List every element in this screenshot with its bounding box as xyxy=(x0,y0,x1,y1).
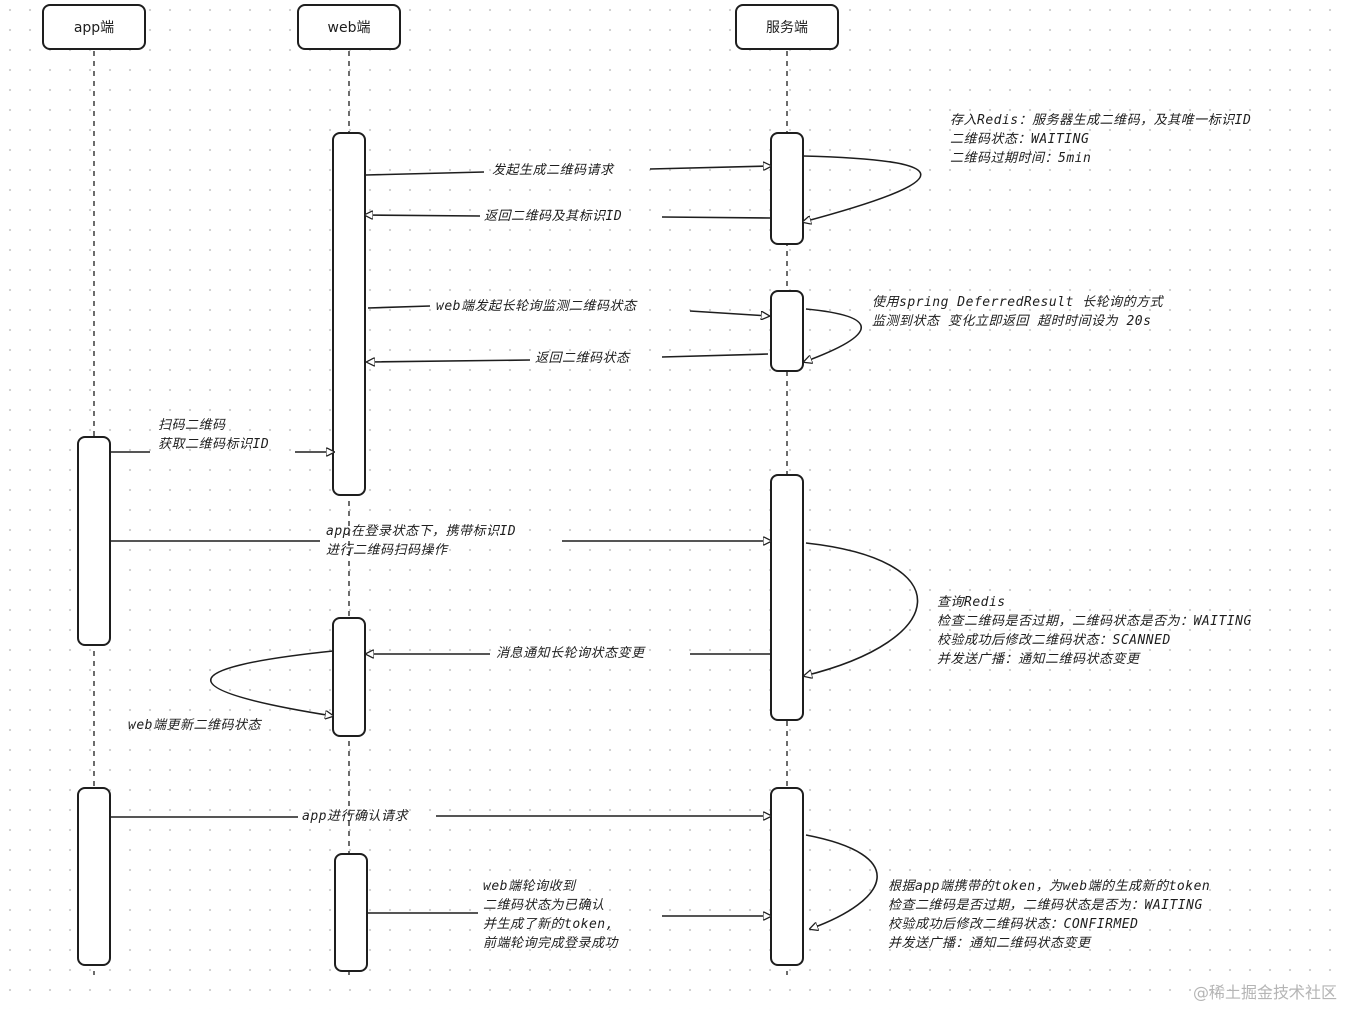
note-n3-line-1: 查询Redis xyxy=(937,595,1006,610)
arrow-self-4 xyxy=(805,834,878,929)
arrow-m10 xyxy=(367,913,771,916)
message-m7: 消息通知长轮询状态变更 xyxy=(496,646,645,661)
message-m5: 扫码二维码 获取二维码标识ID xyxy=(158,416,269,454)
actor-server: 服务端 xyxy=(735,4,839,50)
activation-server-4 xyxy=(770,787,804,966)
arrow-self-1 xyxy=(803,155,922,222)
note-n2-line-1: 使用spring DeferredResult 长轮询的方式 xyxy=(872,295,1164,310)
arrow-m9 xyxy=(110,816,771,817)
arrow-m3 xyxy=(367,305,769,316)
activation-server-2 xyxy=(770,290,804,372)
activation-server-1 xyxy=(770,132,804,245)
activation-web-1 xyxy=(332,132,366,496)
activation-server-3 xyxy=(770,474,804,721)
message-m5-line-2: 获取二维码标识ID xyxy=(158,437,270,452)
message-m8: web端更新二维码状态 xyxy=(128,718,261,733)
note-n4-line-4: 并发送广播：通知二维码状态变更 xyxy=(888,936,1091,951)
note-n1-line-2: 二维码状态：WAITING xyxy=(950,132,1090,147)
activation-web-3 xyxy=(334,853,368,972)
message-m10-line-3: 并生成了新的token, xyxy=(483,917,614,932)
arrow-self-2 xyxy=(804,308,863,362)
arrow-self-web xyxy=(210,650,333,716)
arrow-self-3 xyxy=(804,542,919,676)
note-long-polling: 使用spring DeferredResult 长轮询的方式 监测到状态 变化立… xyxy=(872,293,1163,331)
message-m10-line-4: 前端轮询完成登录成功 xyxy=(483,936,619,951)
message-m3: web端发起长轮询监测二维码状态 xyxy=(436,299,637,314)
message-m6: app在登录状态下，携带标识ID 进行二维码扫码操作 xyxy=(326,522,516,560)
message-m10-line-2: 二维码状态为已确认 xyxy=(483,898,605,913)
message-m6-line-1: app在登录状态下，携带标识ID xyxy=(326,524,517,539)
actor-web-label: web端 xyxy=(327,20,371,36)
note-n1-line-1: 存入Redis：服务器生成二维码，及其唯一标识ID xyxy=(950,113,1252,128)
message-m9: app进行确认请求 xyxy=(302,809,408,824)
activation-app-2 xyxy=(77,787,111,966)
note-n4-line-1: 根据app端携带的token，为web端的生成新的token xyxy=(888,879,1211,894)
message-m5-line-1: 扫码二维码 xyxy=(158,418,226,433)
message-m10-line-1: web端轮询收到 xyxy=(483,879,576,894)
message-m4: 返回二维码状态 xyxy=(535,351,630,366)
watermark: @稀土掘金技术社区 xyxy=(1192,983,1337,1002)
note-n1-line-3: 二维码过期时间：5min xyxy=(950,151,1092,166)
note-n2-line-2: 监测到状态 变化立即返回 超时时间设为 20s xyxy=(872,314,1152,329)
note-redis-store: 存入Redis：服务器生成二维码，及其唯一标识ID 二维码状态：WAITING … xyxy=(950,111,1251,168)
arrow-m1 xyxy=(365,166,771,176)
message-m2: 返回二维码及其标识ID xyxy=(484,209,623,224)
note-confirm-check: 根据app端携带的token，为web端的生成新的token 检查二维码是否过期… xyxy=(888,877,1210,953)
note-n3-line-3: 校验成功后修改二维码状态：SCANNED xyxy=(937,633,1171,648)
message-m10: web端轮询收到 二维码状态为已确认 并生成了新的token, 前端轮询完成登录… xyxy=(483,877,618,953)
note-n4-line-3: 校验成功后修改二维码状态：CONFIRMED xyxy=(888,917,1139,932)
arrow-m2 xyxy=(365,215,772,218)
message-m1: 发起生成二维码请求 xyxy=(492,163,614,178)
actor-web: web端 xyxy=(297,4,401,50)
note-n3-line-4: 并发送广播：通知二维码状态变更 xyxy=(937,652,1140,667)
activation-web-2 xyxy=(332,617,366,737)
note-n4-line-2: 检查二维码是否过期，二维码状态是否为：WAITING xyxy=(888,898,1203,913)
arrow-m4 xyxy=(367,354,769,362)
actor-app-label: app端 xyxy=(73,20,115,36)
actor-app: app端 xyxy=(42,4,146,50)
actor-server-label: 服务端 xyxy=(766,20,808,36)
message-m6-line-2: 进行二维码扫码操作 xyxy=(326,543,448,558)
note-scan-check: 查询Redis 检查二维码是否过期，二维码状态是否为：WAITING 校验成功后… xyxy=(937,593,1252,669)
activation-app-1 xyxy=(77,436,111,646)
note-n3-line-2: 检查二维码是否过期，二维码状态是否为：WAITING xyxy=(937,614,1252,629)
